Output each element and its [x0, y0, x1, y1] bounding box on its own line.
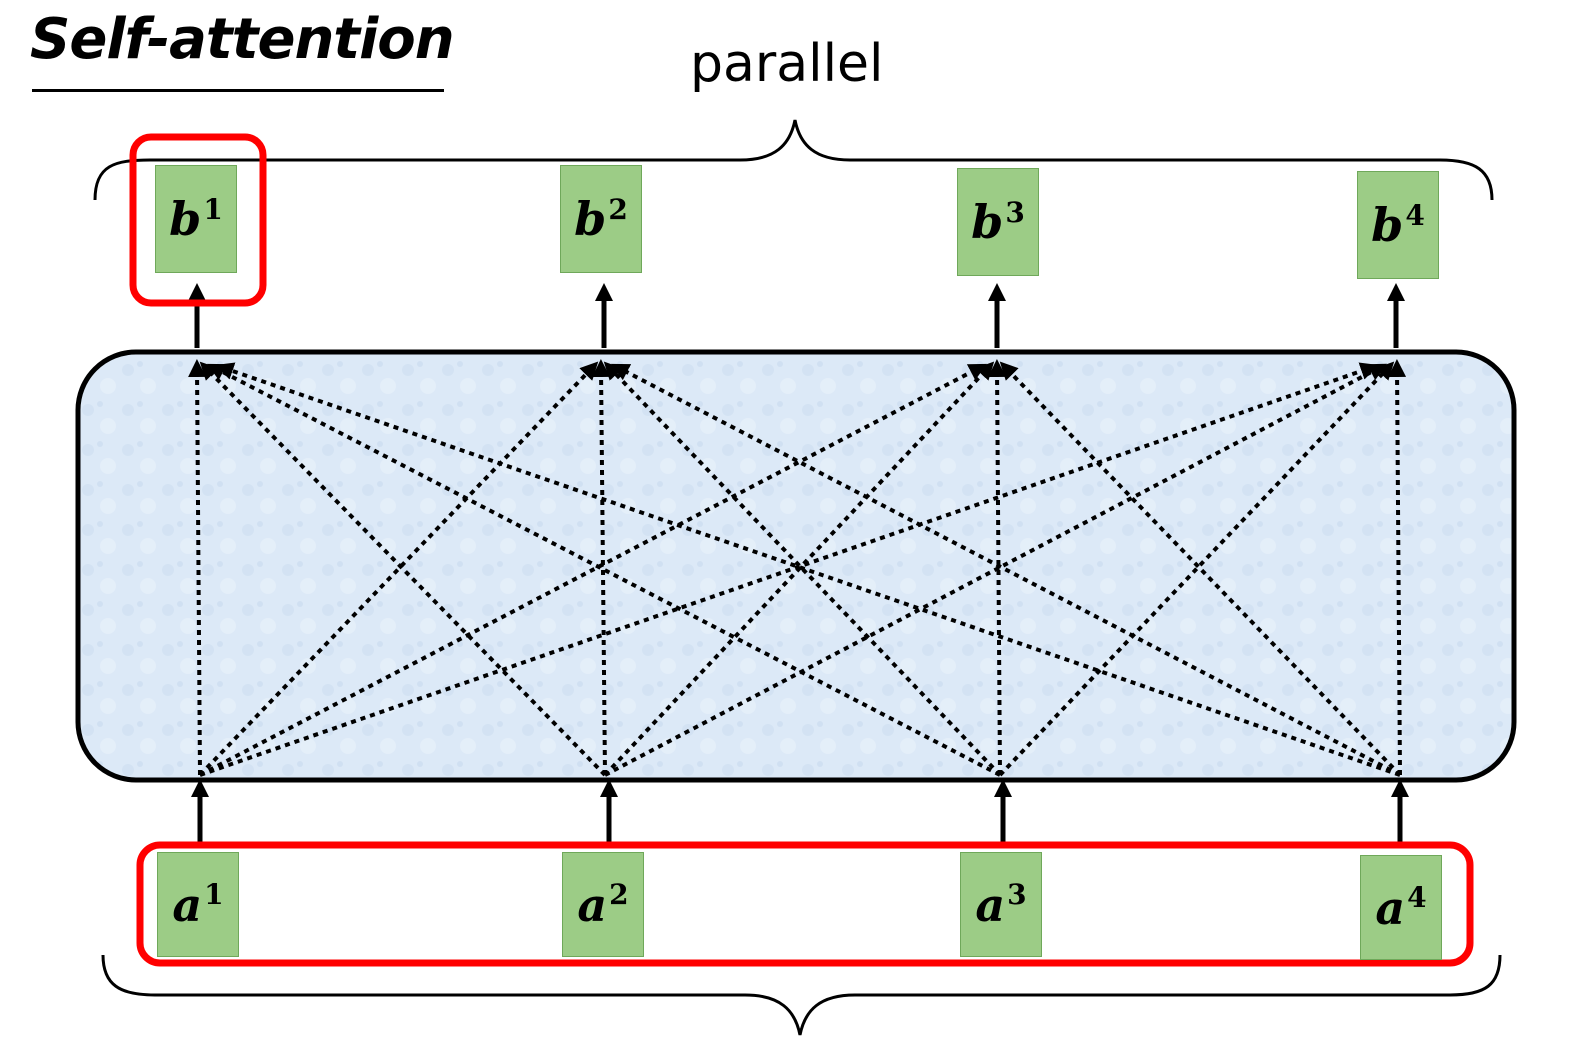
link-a1-b2 [198, 361, 599, 777]
link-a3-b4 [998, 361, 1395, 777]
link-a3-b2 [603, 361, 1002, 777]
parallel-label: parallel [690, 34, 884, 94]
output-highlight-box [129, 133, 267, 307]
link-a3-b3 [988, 359, 1007, 776]
inputs-highlight-box [136, 841, 1474, 967]
link-a4-b1 [215, 362, 1401, 777]
link-a3-b1 [207, 363, 1001, 777]
attention-links [188, 359, 1407, 777]
link-a1-b1 [188, 359, 207, 776]
link-a2-b1 [199, 361, 607, 777]
link-a2-b2 [592, 359, 611, 776]
bottom-brace [101, 954, 1502, 1036]
top-brace [93, 119, 1494, 201]
link-a4-b3 [999, 361, 1402, 777]
page-title: Self-attention [30, 7, 455, 72]
link-a1-b4 [199, 362, 1379, 777]
link-a2-b3 [603, 361, 995, 777]
link-a4-b4 [1388, 359, 1407, 776]
link-a1-b3 [199, 363, 987, 777]
solid-arrows [188, 283, 1409, 848]
title-underline [32, 89, 444, 92]
link-a4-b2 [611, 363, 1401, 777]
